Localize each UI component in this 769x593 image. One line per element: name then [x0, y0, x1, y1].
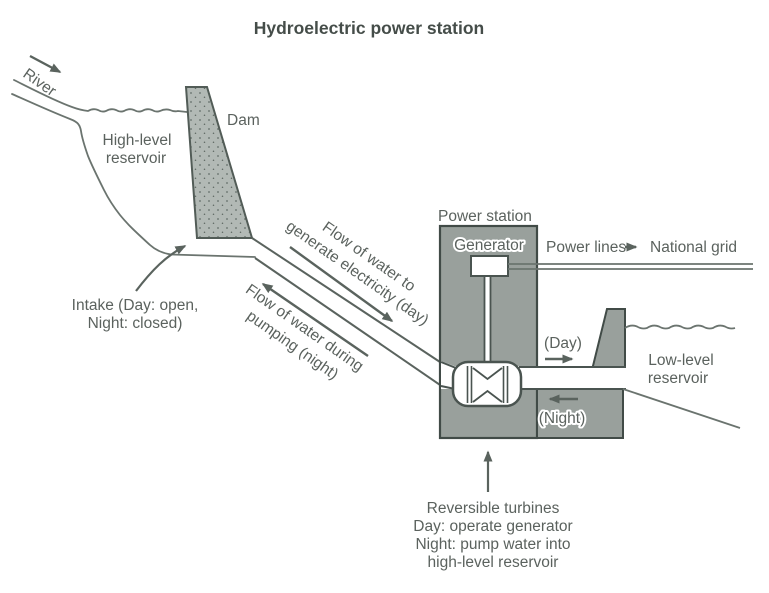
day-label: (Day) [544, 335, 582, 352]
river-bank-upper-line [13, 79, 188, 113]
low-reservoir-label-line2: reservoir [648, 370, 708, 387]
power-station-label: Power station [438, 208, 532, 225]
power-lines-label: Power lines [546, 239, 626, 256]
intake-label-line1: Intake (Day: open, [72, 297, 199, 314]
low-reservoir-label-line1: Low-level [648, 352, 713, 369]
generator-box [470, 255, 509, 277]
turbine-caption-line4: high-level reservoir [428, 554, 559, 571]
generator-label: Generator [454, 237, 524, 254]
low-dam-shape [590, 308, 626, 371]
night-label: (Night) [539, 410, 586, 427]
river-flow-arrow [29, 54, 62, 74]
low-reservoir-water-line [624, 324, 736, 330]
generator-shaft [483, 275, 492, 366]
flow-day-label-group: Flow of water to generate electricity (d… [283, 218, 432, 329]
intake-arrow [135, 245, 187, 292]
penstock-upper-line [251, 237, 444, 365]
generator-shaft-fill [485, 275, 490, 367]
flow-night-arrow [261, 283, 369, 357]
turbine-runner-bars [466, 366, 509, 403]
flow-day-arrow [289, 246, 394, 322]
power-lines [508, 263, 753, 270]
intake-label-line2: Night: closed) [88, 315, 183, 332]
river-bank-lower-and-basin-line [11, 93, 256, 258]
pipe-channel-outline [440, 361, 626, 390]
river-label: River [20, 65, 59, 100]
high-reservoir-label-line2: reservoir [106, 150, 166, 167]
national-grid-label: National grid [650, 239, 737, 256]
dam-label: Dam [227, 112, 260, 129]
flow-night-label-group: Flow of water during pumping (night) [242, 281, 366, 383]
high-reservoir-label-line1: High-level [103, 132, 172, 149]
ground-slope-line [622, 388, 741, 429]
turbine-caption-line1: Reversible turbines [427, 500, 560, 517]
diagram-title: Hydroelectric power station [254, 18, 484, 38]
turbine-caption-line3: Night: pump water into [415, 536, 570, 553]
turbine-caption-line2: Day: operate generator [413, 518, 572, 535]
turbine-capsule [451, 360, 523, 408]
turbine-blades [472, 367, 503, 403]
dam-shape [184, 86, 254, 239]
penstock-lower-line [254, 257, 444, 388]
